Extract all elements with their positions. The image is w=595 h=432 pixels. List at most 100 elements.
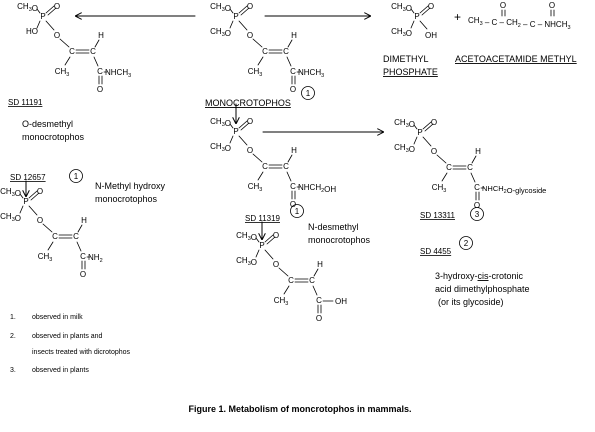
- circle-2-sd-4455: [459, 236, 473, 250]
- bond-p-o-double-b: [47, 7, 57, 16]
- circle-3-sd-13311-num: 3: [475, 210, 480, 219]
- atom-c3: C: [80, 252, 86, 261]
- label-acetoacetamide: ACETOACETAMIDE METHYL: [455, 54, 577, 64]
- circle-2-sd-4455-num: 2: [464, 239, 469, 248]
- bond-o-c: [252, 38, 263, 48]
- label-phosphate: PHOSPHATE: [383, 67, 438, 77]
- atom-c3: C: [290, 182, 296, 191]
- group-upper-left: CH3O: [17, 2, 38, 13]
- bond-p-ul: [410, 8, 415, 14]
- atom-c2: C: [467, 163, 473, 172]
- bond-p-o-b: [421, 7, 431, 16]
- bond-p-lower-left: [413, 136, 418, 145]
- bond-c-h: [471, 155, 477, 164]
- group-amide: NHCH3: [105, 68, 131, 79]
- group-oh: OH: [335, 297, 347, 306]
- group-amide: NH2: [88, 253, 103, 264]
- bond-p-o-ester: [264, 249, 274, 260]
- bond-p-o-ester: [238, 20, 248, 31]
- atom-c3: C: [290, 67, 296, 76]
- atom-o-1: O: [500, 1, 506, 10]
- atom-o-carbonyl: O: [97, 85, 103, 94]
- atom-h: H: [81, 216, 87, 225]
- group-upper-left: CH3O: [391, 2, 412, 13]
- atom-o-double: O: [37, 187, 43, 196]
- bond-c-h: [313, 268, 319, 277]
- atom-c2: C: [283, 162, 289, 171]
- atom-o-double: O: [431, 118, 437, 127]
- bond-p-o-double-a: [28, 190, 38, 199]
- atom-o-double: O: [273, 231, 279, 240]
- circle-1-sd-11319: [290, 204, 304, 218]
- bond-o-c: [42, 223, 53, 233]
- atom-o-carbonyl: O: [290, 85, 296, 94]
- atom-c1: C: [69, 47, 75, 56]
- atom-c1: C: [262, 47, 268, 56]
- label-o-desmethyl-2: monocrotophos: [22, 132, 85, 142]
- atom-h: H: [291, 146, 297, 155]
- group-oh: OH: [425, 31, 437, 40]
- bond-p-o-double-a: [45, 5, 55, 14]
- label-sd-11191: SD 11191: [8, 98, 43, 107]
- bond-p-upper-left: [255, 237, 260, 243]
- group-lower-left: CH3O: [394, 143, 415, 154]
- label-hydroxy-crotonic-2: acid dimethylphosphate: [435, 284, 530, 294]
- atom-h: H: [98, 31, 104, 40]
- group-amide: NHCH2O-glycoside: [482, 184, 546, 195]
- bond-p-upper-left: [229, 123, 234, 129]
- bond-p-lower-left: [36, 20, 41, 29]
- label-sd-11319: SD 11319: [245, 214, 281, 223]
- bond-o-c: [436, 154, 447, 164]
- bond-p-o-double-a: [264, 234, 274, 243]
- atom-o-double: O: [54, 2, 60, 11]
- group-lower-left: CH3O: [210, 27, 231, 38]
- bond-p-o-double-a: [422, 121, 432, 130]
- label-monocrotophos: MONOCROTOPHOS: [205, 98, 291, 108]
- bond-p-upper-left: [413, 124, 418, 130]
- group-lower-left: CH3O: [391, 27, 412, 38]
- bond-c-ch3: [257, 56, 264, 66]
- bond-c-h: [287, 154, 293, 163]
- note-2-num: 2.: [10, 333, 16, 340]
- atom-o-carbonyl: O: [290, 200, 296, 209]
- group-amide: NHCH3: [298, 68, 324, 79]
- group-upper-left: CH3O: [210, 2, 231, 13]
- group-ch3: CH3: [38, 252, 53, 263]
- bond-p-o-ester: [422, 136, 432, 147]
- bond-c2-c3: [286, 56, 292, 67]
- atom-o-ester: O: [54, 31, 60, 40]
- atom-h: H: [475, 147, 481, 156]
- atom-o-carbonyl: O: [316, 314, 322, 323]
- label-n-desmethyl-2: monocrotophos: [308, 235, 371, 245]
- bond-p-o-ester: [45, 20, 55, 31]
- atom-c3: C: [316, 296, 322, 305]
- label-sd-12657: SD 12657: [10, 173, 46, 182]
- circle-1-monocrotophos-num: 1: [306, 89, 311, 98]
- bond-c-h: [77, 224, 83, 233]
- circle-1-monocrotophos: [301, 86, 315, 100]
- bond-c-h: [94, 39, 100, 48]
- group-ch3: CH3: [432, 183, 447, 194]
- label-hydroxy-crotonic-1: 3-hydroxy-cis-crotonic: [435, 271, 524, 281]
- atom-p: P: [233, 12, 238, 21]
- bond-o-c: [59, 38, 70, 48]
- atom-h: H: [317, 260, 323, 269]
- label-hydroxy-crotonic-3: (or its glycoside): [438, 297, 504, 307]
- bond-c2-c3: [286, 171, 292, 182]
- bond-p-o-double-a: [238, 120, 248, 129]
- atom-c2: C: [73, 232, 79, 241]
- atom-o-double: O: [247, 117, 253, 126]
- label-n-desmethyl-1: N-desmethyl: [308, 222, 359, 232]
- atom-c1: C: [288, 276, 294, 285]
- bond-c-ch3: [441, 172, 448, 182]
- atom-c3: C: [97, 67, 103, 76]
- bond-p-ll: [410, 20, 415, 29]
- atom-o-2: O: [549, 1, 555, 10]
